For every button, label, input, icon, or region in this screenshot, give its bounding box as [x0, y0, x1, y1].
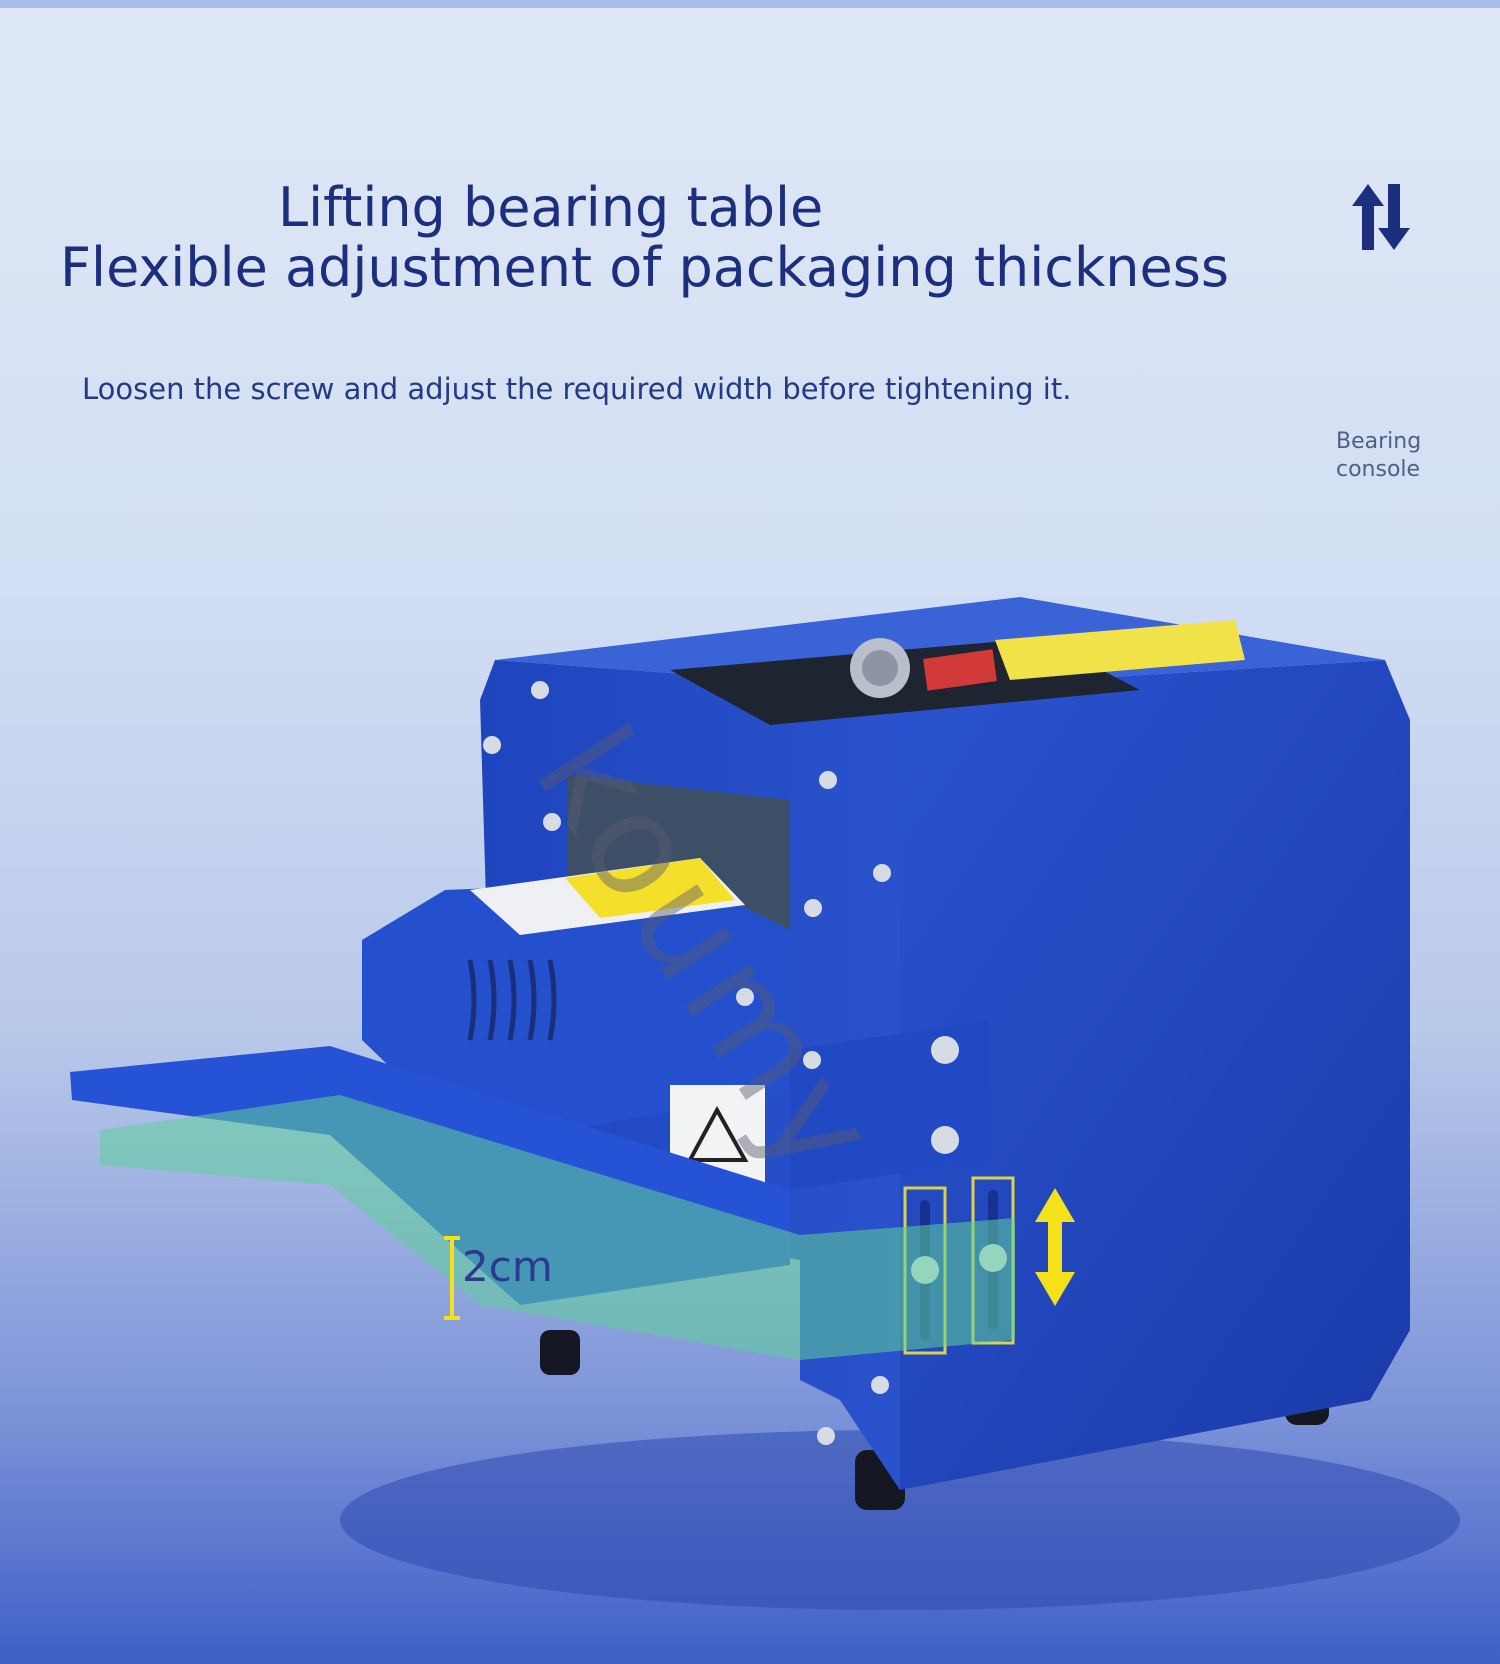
- label-line-1: Bearing: [1336, 429, 1422, 454]
- title-line-2: Flexible adjustment of packaging thickne…: [60, 236, 1229, 299]
- measurement-bar-icon: [444, 1236, 460, 1320]
- bearing-console-label: Bearing console: [1336, 428, 1421, 484]
- double-arrow-icon: [1035, 1188, 1075, 1306]
- title-line-1: Lifting bearing table: [278, 176, 824, 239]
- subtitle: Loosen the screw and adjust the required…: [82, 372, 1072, 406]
- up-down-arrows-icon: [1352, 184, 1410, 250]
- measurement-label: 2cm: [462, 1242, 553, 1291]
- label-line-2: console: [1336, 457, 1421, 482]
- top-border: [0, 0, 1500, 8]
